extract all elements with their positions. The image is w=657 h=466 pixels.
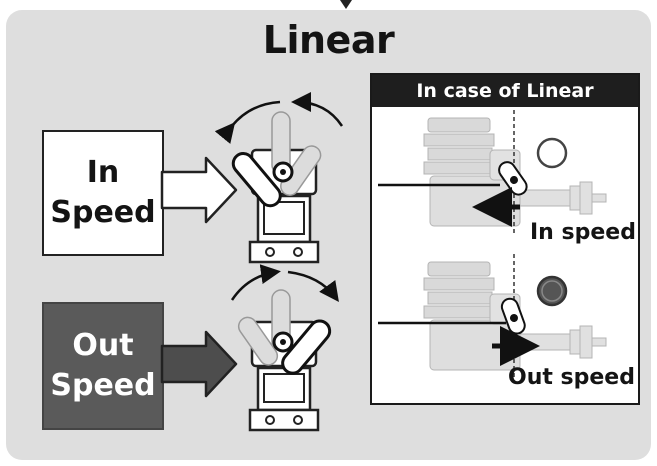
out-speed-label: Out speed	[508, 365, 635, 390]
servo-icon	[230, 264, 339, 432]
in-speed-line2: Speed	[50, 195, 156, 230]
diagram-title: Linear	[262, 18, 395, 62]
top-pointer-icon	[340, 0, 352, 9]
servo-icon	[214, 92, 344, 264]
right-arrow-icon	[160, 330, 238, 398]
out-speed-box: Out Speed	[42, 302, 164, 430]
out-speed-line1: Out	[72, 328, 134, 363]
throttle-open-indicator	[536, 137, 568, 169]
in-speed-box: In Speed	[42, 130, 164, 256]
out-speed-line2: Speed	[50, 368, 156, 403]
right-arrow-icon	[160, 156, 238, 224]
in-speed-label: In speed	[530, 220, 636, 245]
in-speed-line1: In	[86, 155, 120, 190]
case-panel-header: In case of Linear	[372, 75, 638, 107]
